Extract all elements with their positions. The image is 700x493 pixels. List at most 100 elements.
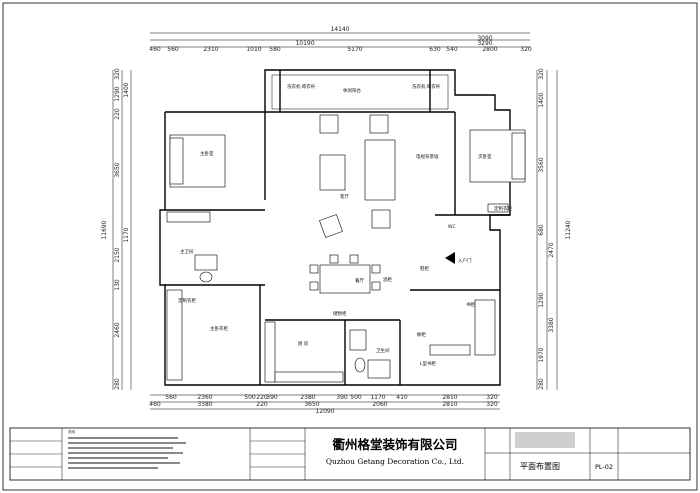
- dim-top-seg: 2310: [203, 46, 218, 53]
- dim-bottom-row2: 3380: [197, 401, 212, 408]
- master-bed: [169, 134, 226, 188]
- room-label-master-bath: 主卫间: [180, 248, 194, 255]
- dim-top-seg: 540: [446, 46, 458, 53]
- dim-bottom-seg: 2380: [300, 394, 315, 401]
- label-storage: 储物柜: [333, 310, 347, 317]
- dim-left-seg: 130: [114, 279, 121, 291]
- dim-bottom-seg: 1170: [370, 394, 385, 401]
- dim-bottom-seg: 2360: [197, 394, 212, 401]
- dim-left-seg: 2150: [114, 247, 121, 262]
- dim-right-seg: 1290: [538, 292, 545, 307]
- dim-bottom-total: 12090: [315, 408, 334, 415]
- company-name-en: Quzhou Getang Decoration Co., Ltd.: [326, 457, 464, 466]
- dim-left-seg: 320: [114, 68, 121, 80]
- dim-left-seg: 1290: [114, 86, 121, 101]
- room-label-dining: 餐厅: [355, 277, 364, 284]
- dim-right-seg: 3560: [538, 157, 545, 172]
- label-shoe-cabinet: 鞋柜: [420, 265, 429, 272]
- dim-bottom-seg: 410: [396, 394, 408, 401]
- dim-bottom-seg: 500: [350, 394, 362, 401]
- entry-arrow-icon: [445, 252, 455, 264]
- dim-right-seg: 1400: [538, 92, 545, 107]
- dim-top-seg: 560: [167, 46, 179, 53]
- dim-right-seg: 680: [538, 224, 545, 236]
- dim-right-seg: 280: [538, 378, 545, 390]
- balcony-rail: [271, 74, 449, 110]
- label-wine-cab: 酒柜: [383, 276, 392, 283]
- dim-top-inner-total: 10190: [295, 40, 314, 47]
- right-dimension-lines: [536, 70, 558, 390]
- label-tv-wall: 电视背景墙: [416, 153, 439, 160]
- right-wardrobe: [487, 203, 509, 213]
- room-label-closet: 主卧衣柜: [210, 325, 228, 332]
- label-kitchen-cab: 橱柜: [417, 331, 426, 338]
- living-sofa-group: [319, 114, 396, 238]
- master-bath-fixtures: [194, 254, 218, 283]
- label-wardrobe-left: 定制衣柜: [178, 297, 196, 304]
- dim-bottom-seg: 390: [266, 394, 278, 401]
- top-segment-labels: 460 560 2310 1010 580 5170 630 540 2800 …: [149, 46, 532, 53]
- dim-left-seg: 2460: [114, 322, 121, 337]
- dim-top-seg: 1010: [246, 46, 261, 53]
- dim-left-seg: 280: [114, 378, 121, 390]
- notes-heading: 说明: [68, 429, 75, 434]
- dim-top-seg: 580: [269, 46, 281, 53]
- left-segment-labels: 320 1290 1400 220 3650 1170 2150 130 246…: [114, 68, 130, 390]
- dim-bottom-seg: 390: [336, 394, 348, 401]
- left-closet: [166, 289, 183, 381]
- dim-bottom-row2: 3650: [304, 401, 319, 408]
- room-label-living: 客厅: [340, 193, 349, 200]
- master-wardrobe: [166, 211, 211, 223]
- company-name-cn: 衢州格堂装饰有限公司: [332, 437, 457, 452]
- exterior-walls: [159, 69, 511, 386]
- dim-bottom-seg: 320: [486, 394, 498, 401]
- bedroom2-bed: [469, 129, 526, 183]
- dim-top-seg: 630: [429, 46, 441, 53]
- dim-overall-width: 14140: [330, 26, 349, 33]
- dim-left-seg: 220: [114, 108, 121, 120]
- room-label-kitchen: 厨 房: [298, 340, 309, 347]
- dim-bottom-row2: 2060: [372, 401, 387, 408]
- drawing-code: PL-02: [595, 463, 613, 471]
- bottom-dimension-lines: [150, 394, 500, 410]
- dim-top-seg: 460: [149, 46, 161, 53]
- bottom-segment-labels: 560 2360 500 220 390 2380 390 500 1170 4…: [149, 394, 498, 415]
- top-dimensions: [150, 32, 530, 48]
- room-label-master-bedroom: 主卧室: [200, 150, 214, 157]
- dim-bottom-row2: 2810: [442, 401, 457, 408]
- dim-right-total: 11240: [565, 220, 572, 239]
- right-segment-labels: 320 1400 3560 680 2470 1290 3380 1970 28…: [538, 68, 555, 390]
- dim-right-seg: 1970: [538, 347, 545, 362]
- dim-left-seg: 1170: [123, 227, 130, 242]
- dim-bottom-seg: 500: [244, 394, 256, 401]
- label-bookcase: 书柜: [466, 301, 475, 308]
- dim-top-right-a: 3090: [477, 35, 492, 42]
- dim-right-seg: 2470: [548, 242, 555, 257]
- label-laundry-left: 洗衣机·晾衣杆: [287, 83, 316, 90]
- dim-top-seg: 320: [520, 46, 532, 53]
- dim-top-seg: 5170: [347, 46, 362, 53]
- title-block: [9, 427, 691, 481]
- dim-bottom-seg: 220: [256, 394, 268, 401]
- dim-bottom-row2: 220: [256, 401, 268, 408]
- dim-right-seg: 320: [538, 68, 545, 80]
- kitchen-counters: [264, 321, 344, 383]
- blurred-project-name: [515, 432, 575, 448]
- entry-door-label: 入户门: [458, 257, 472, 264]
- dim-left-seg: 1400: [123, 82, 130, 97]
- dim-left-seg: 3650: [114, 162, 121, 177]
- dim-bottom-row2: 460: [149, 401, 161, 408]
- dim-left-total: 11690: [101, 220, 108, 239]
- label-wc: WC: [448, 224, 456, 230]
- label-laundry-right: 洗衣机·晾衣杆: [412, 83, 441, 90]
- dim-right-seg: 3380: [548, 317, 555, 332]
- dim-top-seg: 2800: [482, 46, 497, 53]
- drawing-title: 平面布置图: [520, 461, 560, 471]
- dim-bottom-seg: 560: [165, 394, 177, 401]
- left-dimension-lines: [112, 70, 132, 390]
- label-wardrobe-right: 定制衣柜: [494, 205, 512, 212]
- dining-table: [309, 254, 381, 294]
- dim-top-right-b: 3290: [477, 40, 492, 47]
